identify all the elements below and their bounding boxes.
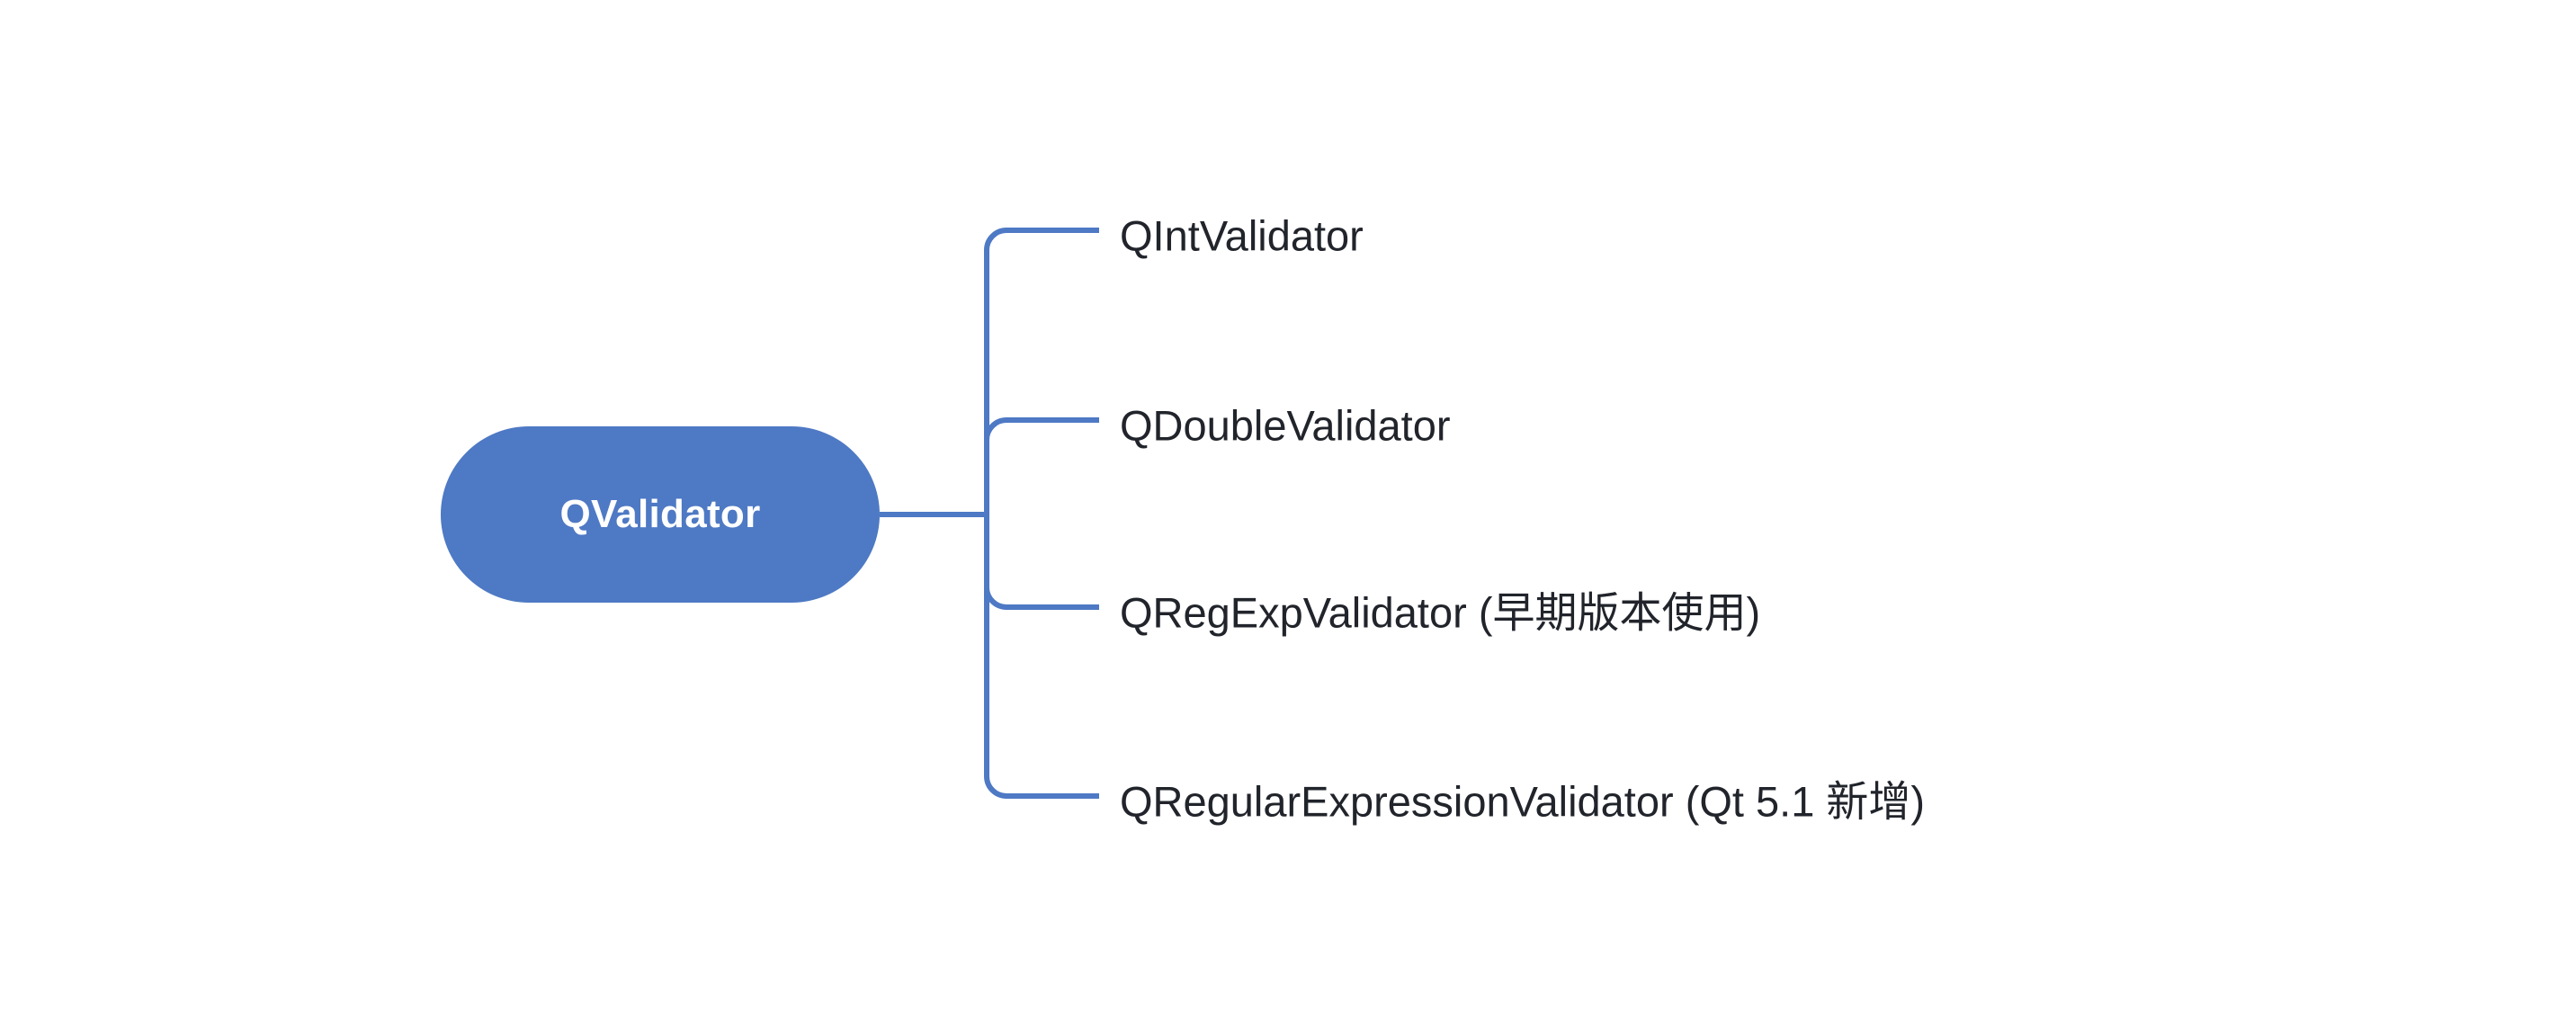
- root-node-label: QValidator: [559, 492, 761, 536]
- connector-branch-1: [984, 228, 1099, 251]
- leaf-node-qregularexpressionvalidator[interactable]: QRegularExpressionValidator (Qt 5.1 新增): [1120, 777, 1926, 826]
- connector-branch-4: [984, 775, 1099, 799]
- connector-branch-2: [984, 417, 1099, 441]
- leaf-node-qintvalidator[interactable]: QIntValidator: [1120, 211, 1364, 260]
- leaf-node-qregexpvalidator[interactable]: QRegExpValidator (早期版本使用): [1120, 588, 1761, 637]
- root-node-qvalidator[interactable]: QValidator: [441, 426, 880, 603]
- connector-branch-3: [984, 586, 1099, 610]
- leaf-node-qdoublevalidator[interactable]: QDoubleValidator: [1120, 401, 1451, 450]
